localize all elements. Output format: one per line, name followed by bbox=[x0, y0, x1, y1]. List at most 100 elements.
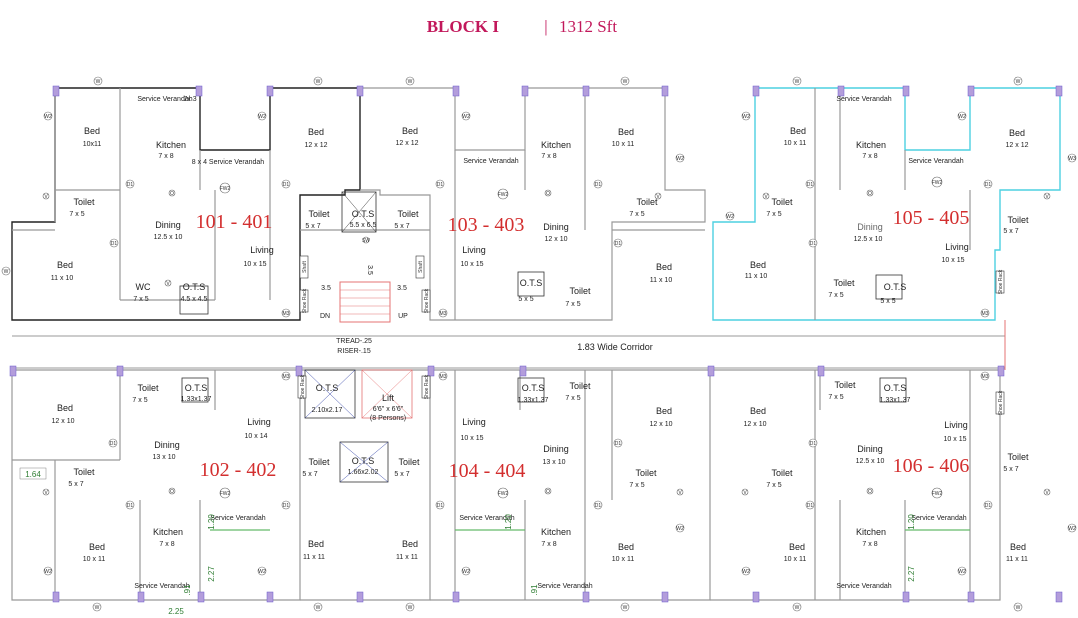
plan-tag-label: M3 bbox=[283, 311, 290, 317]
plan-tag-label: V bbox=[44, 194, 48, 200]
plan-tag-label: Shaft bbox=[302, 261, 308, 273]
room-name: Service Verandah bbox=[908, 158, 963, 165]
plan-tag-label: W bbox=[795, 605, 800, 611]
room-name: Lift bbox=[382, 393, 395, 403]
room-name: Service Verandah bbox=[911, 515, 966, 522]
room-name: O.T.S bbox=[884, 383, 907, 393]
plan-tag-label: W2 bbox=[462, 569, 470, 575]
plan-tag-label: 1.20 bbox=[504, 514, 513, 530]
room-size: 10 x 11 bbox=[612, 141, 635, 148]
room-size: 5 x 7 bbox=[394, 223, 409, 230]
room-name: Living bbox=[944, 420, 968, 430]
room-name: (8 Persons) bbox=[370, 415, 406, 422]
room-name: Living bbox=[945, 242, 969, 252]
plan-tag-label: 1.20 bbox=[207, 514, 216, 530]
room-size: 10 x 11 bbox=[612, 556, 635, 563]
room-name: Toilet bbox=[771, 197, 793, 207]
room-size: 10 x 15 bbox=[244, 261, 267, 268]
plan-tag-label: D1 bbox=[595, 503, 602, 509]
plan-tag-label: W bbox=[1016, 79, 1021, 85]
room-name: Living bbox=[462, 417, 486, 427]
unit-label: 106 - 406 bbox=[893, 455, 970, 477]
plan-header: BLOCK I | 1312 Sft bbox=[427, 17, 618, 36]
plan-tag-label: V bbox=[678, 490, 682, 496]
room-size: 13 x 10 bbox=[543, 459, 566, 466]
room-size: 12 x 10 bbox=[52, 418, 75, 425]
plan-tag-label: O bbox=[868, 489, 872, 495]
plan-tag-label: D1 bbox=[807, 503, 814, 509]
room-name: Service Verandah bbox=[210, 515, 265, 522]
plan-tag-label: Shoe Rack bbox=[998, 269, 1004, 294]
plan-tag-label: D1 bbox=[283, 503, 290, 509]
room-size: 10 x 14 bbox=[245, 433, 268, 440]
room-size: 7 x 5 bbox=[565, 301, 580, 308]
room-name: Bed bbox=[89, 542, 105, 552]
room-size: 1.33x1.37 bbox=[181, 396, 212, 403]
room-name: Toilet bbox=[73, 197, 95, 207]
room-name: Toilet bbox=[833, 278, 855, 288]
room-name: Toilet bbox=[397, 209, 419, 219]
plan-tag-label: W bbox=[623, 79, 628, 85]
room-size: 7 x 8 bbox=[158, 153, 173, 160]
room-name: Service Verandah bbox=[836, 96, 891, 103]
plan-tag-label: O bbox=[170, 489, 174, 495]
plan-tag-label: W bbox=[408, 605, 413, 611]
room-size: 1.33x1.37 bbox=[518, 397, 549, 404]
room-size: 6'6" x 6'6" bbox=[373, 406, 404, 413]
plan-tag-label: W bbox=[96, 79, 101, 85]
plan-tag-label: 2.25 bbox=[168, 607, 184, 616]
plan-tag-label: D1 bbox=[985, 503, 992, 509]
room-size: 7 x 5 bbox=[133, 296, 148, 303]
room-name: Toilet bbox=[1007, 452, 1029, 462]
plan-tag-label: V bbox=[764, 194, 768, 200]
room-size: 10x11 bbox=[83, 141, 102, 148]
plan-tag-label: D1 bbox=[985, 182, 992, 188]
plan-tag-label: V bbox=[44, 490, 48, 496]
plan-tag-label: 3.5 bbox=[366, 265, 373, 275]
room-name: Service Verandah bbox=[137, 96, 192, 103]
room-size: 10 x 15 bbox=[461, 261, 484, 268]
room-size: 12 x 10 bbox=[744, 421, 767, 428]
room-size: 5 x 7 bbox=[394, 471, 409, 478]
plan-tag-label: W2 bbox=[676, 526, 684, 532]
plan-tag-label: FW2 bbox=[498, 192, 509, 198]
plan-tag-label: M3 bbox=[440, 311, 447, 317]
room-name: Bed bbox=[618, 127, 634, 137]
room-name: Kitchen bbox=[153, 527, 183, 537]
room-size: 13 x 10 bbox=[153, 454, 176, 461]
plan-tag-label: Shoe Rack bbox=[300, 374, 306, 399]
room-size: 11 x 10 bbox=[745, 273, 768, 280]
room-name: Service Verandah bbox=[537, 583, 592, 590]
plan-tag-label: W bbox=[408, 79, 413, 85]
room-name: Bed bbox=[84, 126, 100, 136]
plan-tag-label: W bbox=[316, 605, 321, 611]
plan-tag-label: D1 bbox=[810, 441, 817, 447]
room-size: 7 x 5 bbox=[766, 211, 781, 218]
room-name: Toilet bbox=[1007, 215, 1029, 225]
room-size: 5 x 7 bbox=[1003, 466, 1018, 473]
plan-tag-label: UP bbox=[398, 313, 408, 320]
plan-tag-label: D1 bbox=[283, 182, 290, 188]
plan-tag-label: D1 bbox=[810, 241, 817, 247]
plan-tag-label: W bbox=[95, 605, 100, 611]
room-size: 12.5 x 10 bbox=[854, 236, 883, 243]
plan-tag-label: Shoe Rack bbox=[998, 390, 1004, 415]
plan-tag-label: .91 bbox=[183, 584, 192, 596]
plan-tag-label: W2 bbox=[258, 569, 266, 575]
room-name: Toilet bbox=[73, 467, 95, 477]
plan-tag-label: W bbox=[4, 269, 9, 275]
plan-tag-label: W bbox=[316, 79, 321, 85]
room-size: 12 x 10 bbox=[545, 236, 568, 243]
room-name: Toilet bbox=[635, 468, 657, 478]
plan-tag-label: 1.64 bbox=[25, 470, 41, 479]
room-name: Dining bbox=[543, 444, 569, 454]
room-size: 10 x 11 bbox=[784, 556, 807, 563]
room-name: Bed bbox=[618, 542, 634, 552]
plan-tag-label: O bbox=[546, 191, 550, 197]
plan-tag-label: Shoe Rack bbox=[302, 288, 308, 313]
corridor: 1.83 Wide Corridor bbox=[12, 320, 1006, 370]
plan-tag-label: FW2 bbox=[932, 180, 943, 186]
plan-tag-label: D1 bbox=[437, 503, 444, 509]
room-name: Living bbox=[247, 417, 271, 427]
room-name: Toilet bbox=[834, 380, 856, 390]
